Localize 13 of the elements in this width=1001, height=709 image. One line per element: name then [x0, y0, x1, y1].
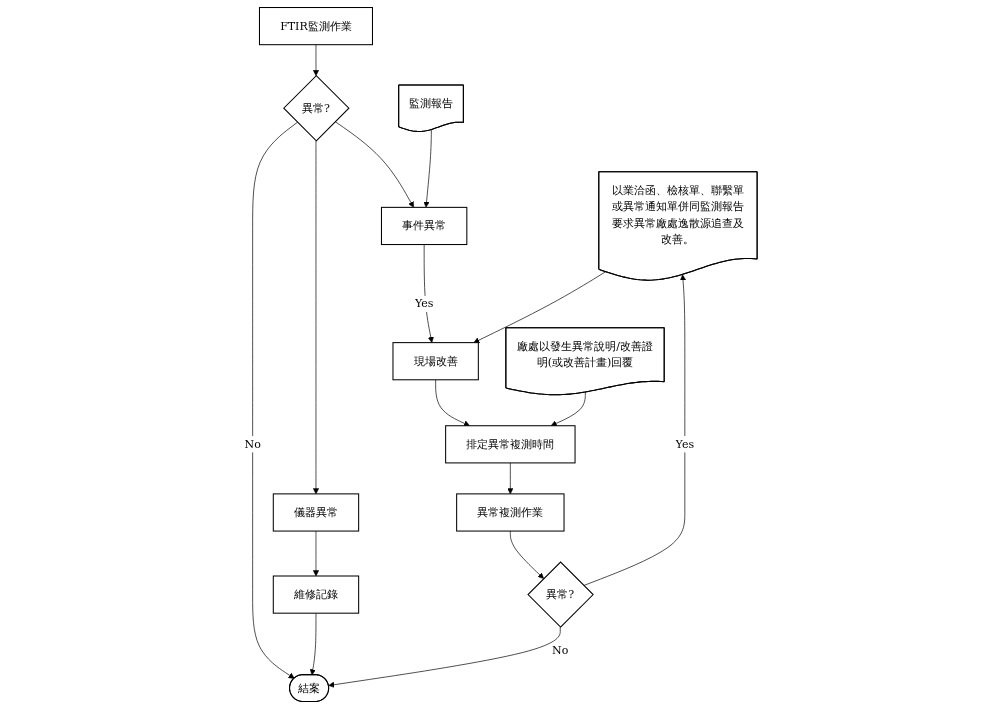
- node-box: 異常複測作業: [455, 493, 565, 532]
- node-box: 儀器異常: [272, 493, 359, 532]
- edge-label: No: [244, 437, 261, 451]
- node-diamond: 異常?: [527, 561, 594, 628]
- edge-label: Yes: [414, 297, 434, 311]
- edge-label: Yes: [675, 437, 694, 451]
- node-box: 排定異常複測時間: [444, 425, 576, 464]
- edge-label: No: [551, 644, 569, 658]
- node-box: 事件異常: [380, 206, 468, 246]
- node-box: 維修記錄: [272, 575, 359, 614]
- node-diamond: 異常?: [282, 74, 350, 142]
- node-box: 現場改善: [392, 342, 479, 381]
- node-box: FTIR監測作業: [258, 7, 373, 46]
